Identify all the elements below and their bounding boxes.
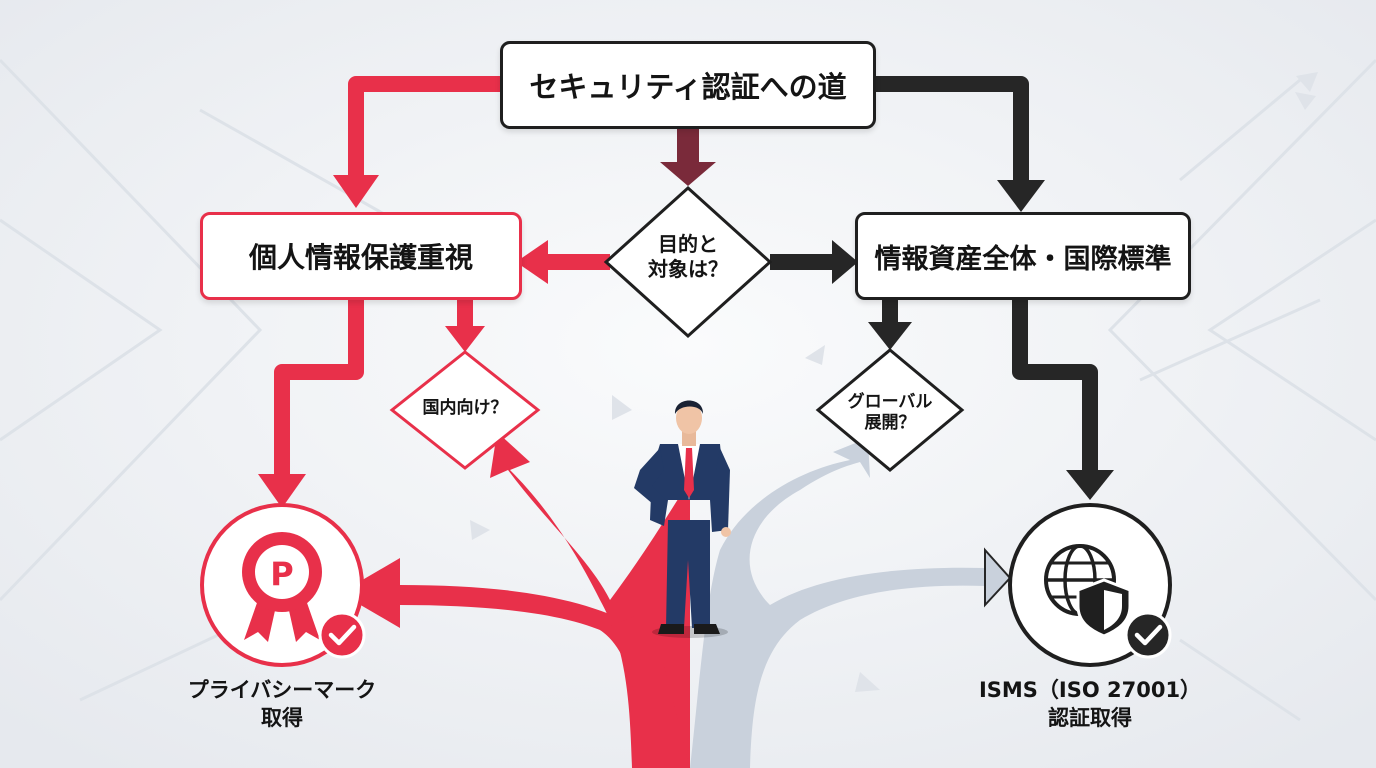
background-guides xyxy=(0,58,1376,722)
privacy-mark-badge-letter: P xyxy=(270,555,293,593)
decision-diamond-domestic xyxy=(389,350,541,470)
check-badge-left xyxy=(318,611,366,659)
arrowheads-dark xyxy=(832,180,1114,500)
connectors-dark xyxy=(770,76,1098,472)
diagram-title: セキュリティ認証への道 xyxy=(529,70,847,104)
path-left-red xyxy=(340,432,690,768)
background-arrowheads xyxy=(470,72,1318,692)
decision-domestic-label: 国内向け？ xyxy=(422,398,508,418)
title-box: セキュリティ認証への道 xyxy=(500,41,876,129)
privacy-focus-box: 個人情報保護重視 xyxy=(200,212,522,300)
isms-outcome-label: ISMS（ISO 27001） 認証取得 xyxy=(978,678,1202,731)
connector-center xyxy=(660,129,716,186)
decision-diamond-main xyxy=(603,185,773,339)
global-standard-box: 情報資産全体・国際標準 xyxy=(855,212,1191,300)
check-badge-right xyxy=(1124,611,1172,659)
decision-global-label: グローバル 展開？ xyxy=(847,392,933,434)
decision-main-label: 目的と 対象は？ xyxy=(648,232,728,281)
arrowheads-red xyxy=(258,175,548,508)
decision-diamond-global xyxy=(815,348,965,472)
global-standard-label: 情報資産全体・国際標準 xyxy=(874,243,1172,275)
businessman-figure xyxy=(634,400,731,638)
privacy-mark-outcome-label: プライバシーマーク 取得 xyxy=(187,678,377,731)
path-right-light xyxy=(690,438,1012,768)
privacy-focus-label: 個人情報保護重視 xyxy=(248,241,473,274)
connectors-red xyxy=(274,76,610,478)
